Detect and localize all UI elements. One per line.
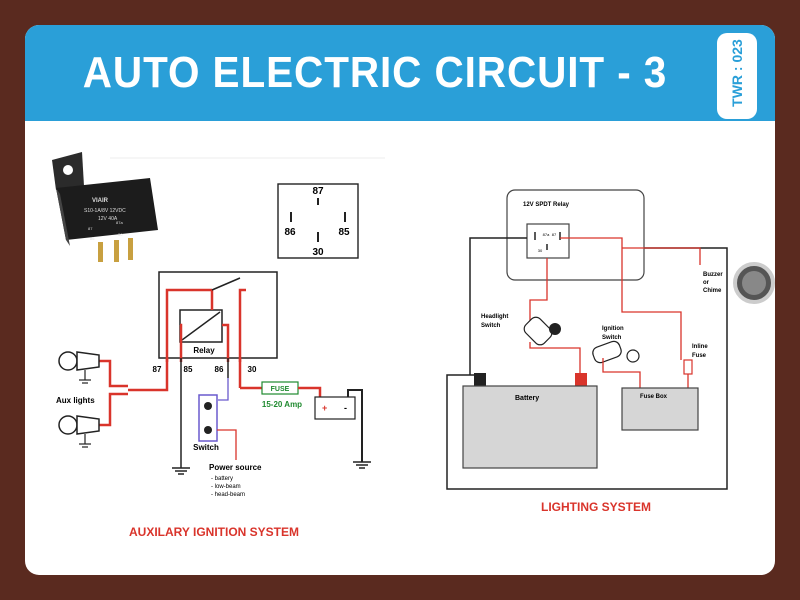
aux-lights-label: Aux lights [56, 396, 95, 405]
buzzer-line3: Chime [703, 288, 722, 294]
inline-fuse-line1: Inline [692, 344, 708, 350]
code-badge: TWR : 023 [717, 33, 757, 119]
aux-caption: AUXILARY IGNITION SYSTEM [129, 525, 299, 539]
relay-model: S10-1A/8V 12VDC [84, 208, 126, 214]
power-source-battery: - battery [211, 476, 233, 482]
aux-battery-plus: + [322, 403, 327, 413]
aux-switch-label: Switch [193, 443, 219, 452]
relay-pin-86: 86 [90, 236, 95, 241]
lighting-relay-pin-30: 30 [538, 248, 543, 253]
lighting-relay-title: 12V SPDT Relay [523, 202, 570, 208]
buzzer-line2: or [703, 280, 710, 286]
aux-battery-minus: - [344, 403, 347, 413]
buzzer-line1: Buzzer [703, 272, 723, 278]
lighting-system-diagram: 12V SPDT Relay 87a 87 30 Headlight Switc… [446, 189, 775, 514]
pinout-86: 86 [284, 227, 296, 238]
ignition-switch-line1: Ignition [602, 326, 624, 332]
headlight-switch-line1: Headlight [481, 314, 508, 320]
relay-pin-87a: 87a [116, 220, 123, 225]
ignition-switch-line2: Switch [602, 335, 622, 341]
title-banner: AUTO ELECTRIC CIRCUIT - 3 TWR : 023 [25, 25, 775, 121]
power-source-low-beam: - low-beam [211, 484, 241, 490]
aux-pin-87: 87 [153, 365, 162, 374]
relay-pin-87: 87 [88, 226, 93, 231]
headlight-switch-line2: Switch [481, 323, 501, 329]
relay-photo: VIAIR S10-1A/8V 12VDC 12V 40A 87 87a 86 … [52, 152, 158, 262]
relay-rating: 12V 40A [98, 216, 118, 222]
lighting-relay-pin-87: 87 [552, 232, 557, 237]
pinout-30: 30 [312, 247, 324, 258]
aux-ignition-diagram: Relay 87 85 86 30 Switch [56, 271, 371, 539]
power-source-title: Power source [209, 463, 262, 472]
relay-pin-30: 30 [118, 232, 123, 237]
pinout-87: 87 [312, 186, 324, 197]
lighting-relay-pin-87a: 87a [543, 232, 550, 237]
aux-pin-85: 85 [184, 365, 193, 374]
inline-fuse-line2: Fuse [692, 353, 707, 359]
fuse-box-label: Fuse Box [640, 394, 668, 400]
aux-relay-label: Relay [193, 346, 215, 355]
content-card: AUTO ELECTRIC CIRCUIT - 3 TWR : 023 [25, 25, 775, 575]
page-title: AUTO ELECTRIC CIRCUIT - 3 [82, 48, 668, 97]
lighting-caption: LIGHTING SYSTEM [541, 500, 651, 514]
aux-pin-30: 30 [248, 365, 257, 374]
aux-pin-86: 86 [215, 365, 224, 374]
aux-fuse-label: FUSE [271, 386, 290, 393]
pinout-85: 85 [338, 227, 350, 238]
aux-fuse-rating: 15-20 Amp [262, 400, 302, 409]
relay-brand: VIAIR [92, 198, 109, 204]
battery-label: Battery [515, 395, 539, 402]
relay-pinout: 87 86 85 30 [277, 183, 359, 259]
power-source-head-beam: - head-beam [211, 492, 245, 498]
